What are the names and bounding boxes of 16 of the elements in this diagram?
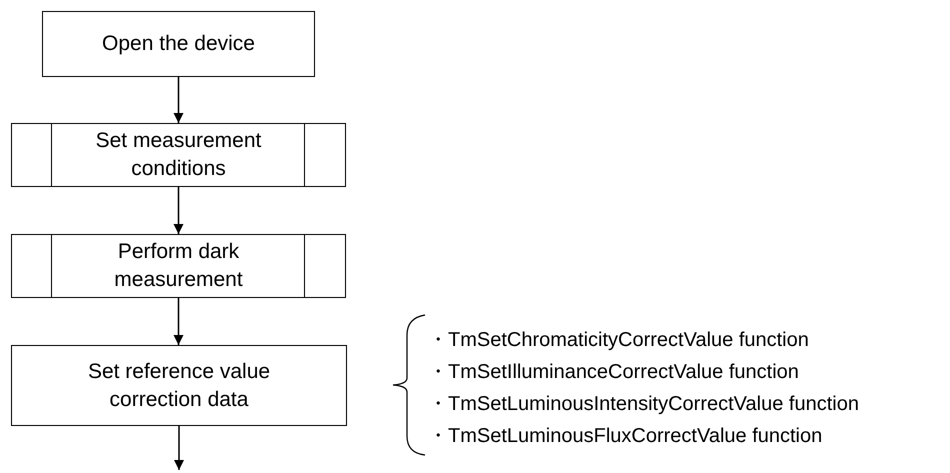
function-name: ・TmSetLuminousIntensityCorrectValue function — [428, 392, 859, 417]
subprocess-box — [11, 234, 346, 298]
arrow — [174, 426, 184, 470]
function-name: ・TmSetChromaticityCorrectValue function — [428, 328, 810, 353]
step-text: Set measurement conditions — [94, 128, 262, 182]
arrow — [174, 187, 184, 234]
function-name: ・TmSetLuminousFluxCorrectValue function — [428, 424, 824, 449]
arrow — [174, 77, 184, 123]
step-text: Open the device — [101, 31, 256, 57]
process-box — [42, 11, 315, 77]
step-text: Perform dark measurement — [113, 239, 244, 293]
subprocess-box — [11, 123, 346, 187]
process-box — [11, 345, 347, 426]
function-name: ・TmSetIlluminanceCorrectValue function — [428, 360, 800, 385]
arrow — [174, 298, 184, 345]
step-text: Set reference value correction data — [86, 358, 272, 412]
